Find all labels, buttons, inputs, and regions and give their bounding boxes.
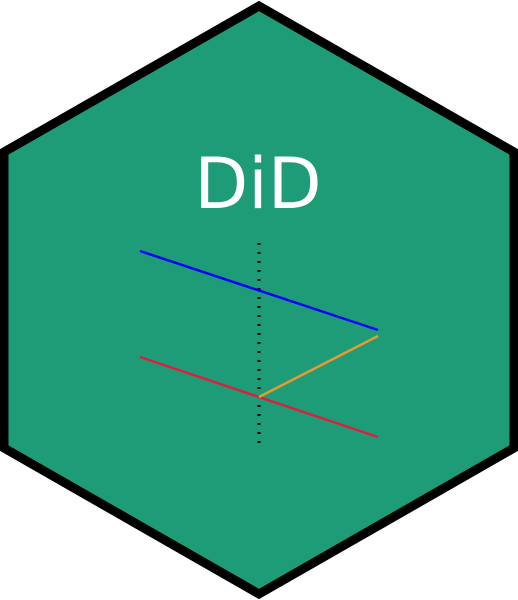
- treated-group-line: [139, 249, 379, 332]
- logo-title: DiD: [194, 143, 321, 225]
- counterfactual-trend-line: [258, 334, 379, 399]
